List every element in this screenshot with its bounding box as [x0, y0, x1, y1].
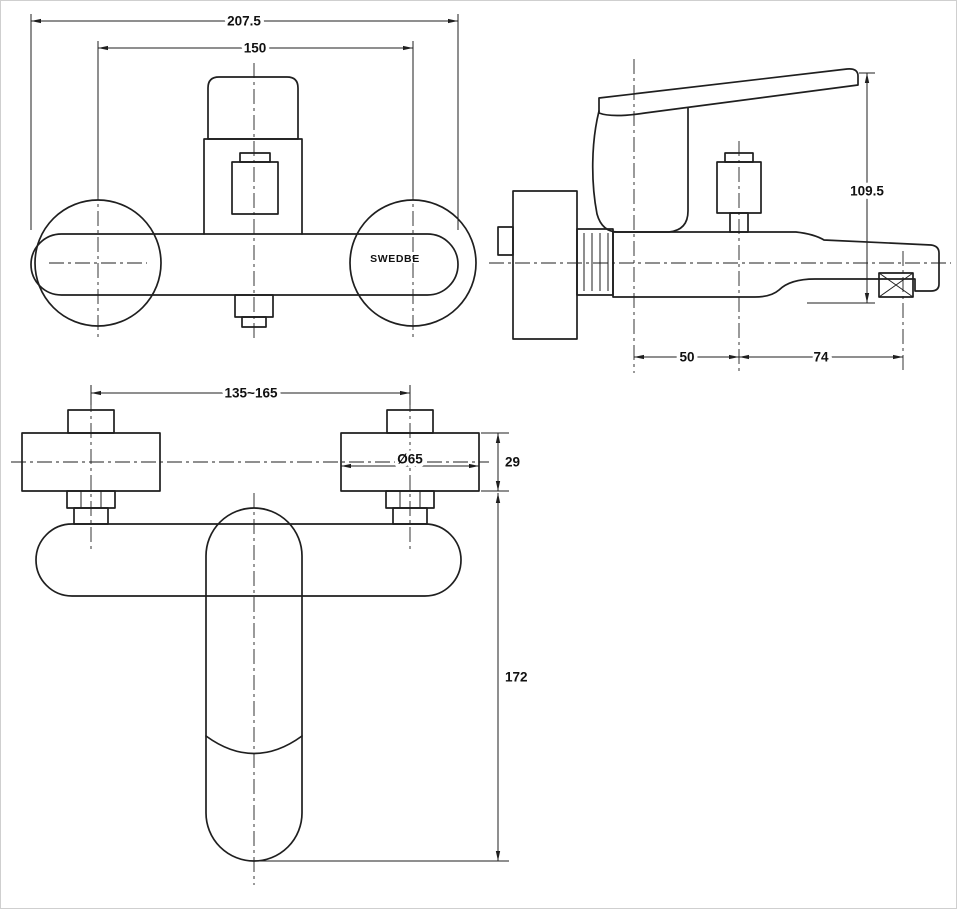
dim-diverter-to-spout: 74 [813, 350, 829, 365]
diverter-knob-front [231, 161, 279, 215]
handle-lever [598, 68, 859, 117]
dim-adjustable-centers: 135~165 [225, 386, 278, 401]
dim-flange-diameter: Ø65 [397, 452, 423, 467]
dim-spout-reach: 172 [505, 670, 528, 685]
spout-curve-line [205, 735, 303, 755]
wall-flange-side [512, 190, 578, 340]
right-eccentric-nut-top [386, 409, 434, 434]
diverter-knob-top-side [724, 152, 754, 163]
handle-front [207, 76, 299, 140]
dim-overall-width: 207.5 [227, 14, 261, 29]
aerator-cross-icon [878, 272, 914, 298]
aerator-box [878, 272, 914, 298]
diverter-stem-side [729, 212, 749, 233]
left-escutcheon [34, 199, 162, 327]
body-side [612, 231, 940, 298]
side-view: 109.5 50 74 [489, 59, 951, 373]
wall-pipe-stub [497, 226, 514, 256]
nut-facet-lines [80, 491, 421, 508]
diverter-knob-top-front [239, 152, 271, 163]
dim-handle-height: 109.5 [850, 184, 884, 199]
front-view: SWEDBE 207.5 150 [30, 10, 477, 341]
plan-view: 135~165 Ø65 29 172 [11, 382, 531, 885]
right-escutcheon [349, 199, 477, 327]
shower-outlet-stub-front [241, 316, 267, 328]
body-bar-plan [35, 523, 462, 597]
left-eccentric-nut-top [67, 409, 115, 434]
dim-flange-depth: 29 [505, 455, 520, 470]
handle-body-side [591, 107, 689, 233]
nut-knurl-lines [583, 233, 609, 291]
brand-label: SWEDBE [370, 253, 420, 265]
spout-plan [205, 507, 303, 862]
dim-wall-to-diverter: 50 [679, 350, 694, 365]
dim-mount-centers: 150 [244, 41, 267, 56]
